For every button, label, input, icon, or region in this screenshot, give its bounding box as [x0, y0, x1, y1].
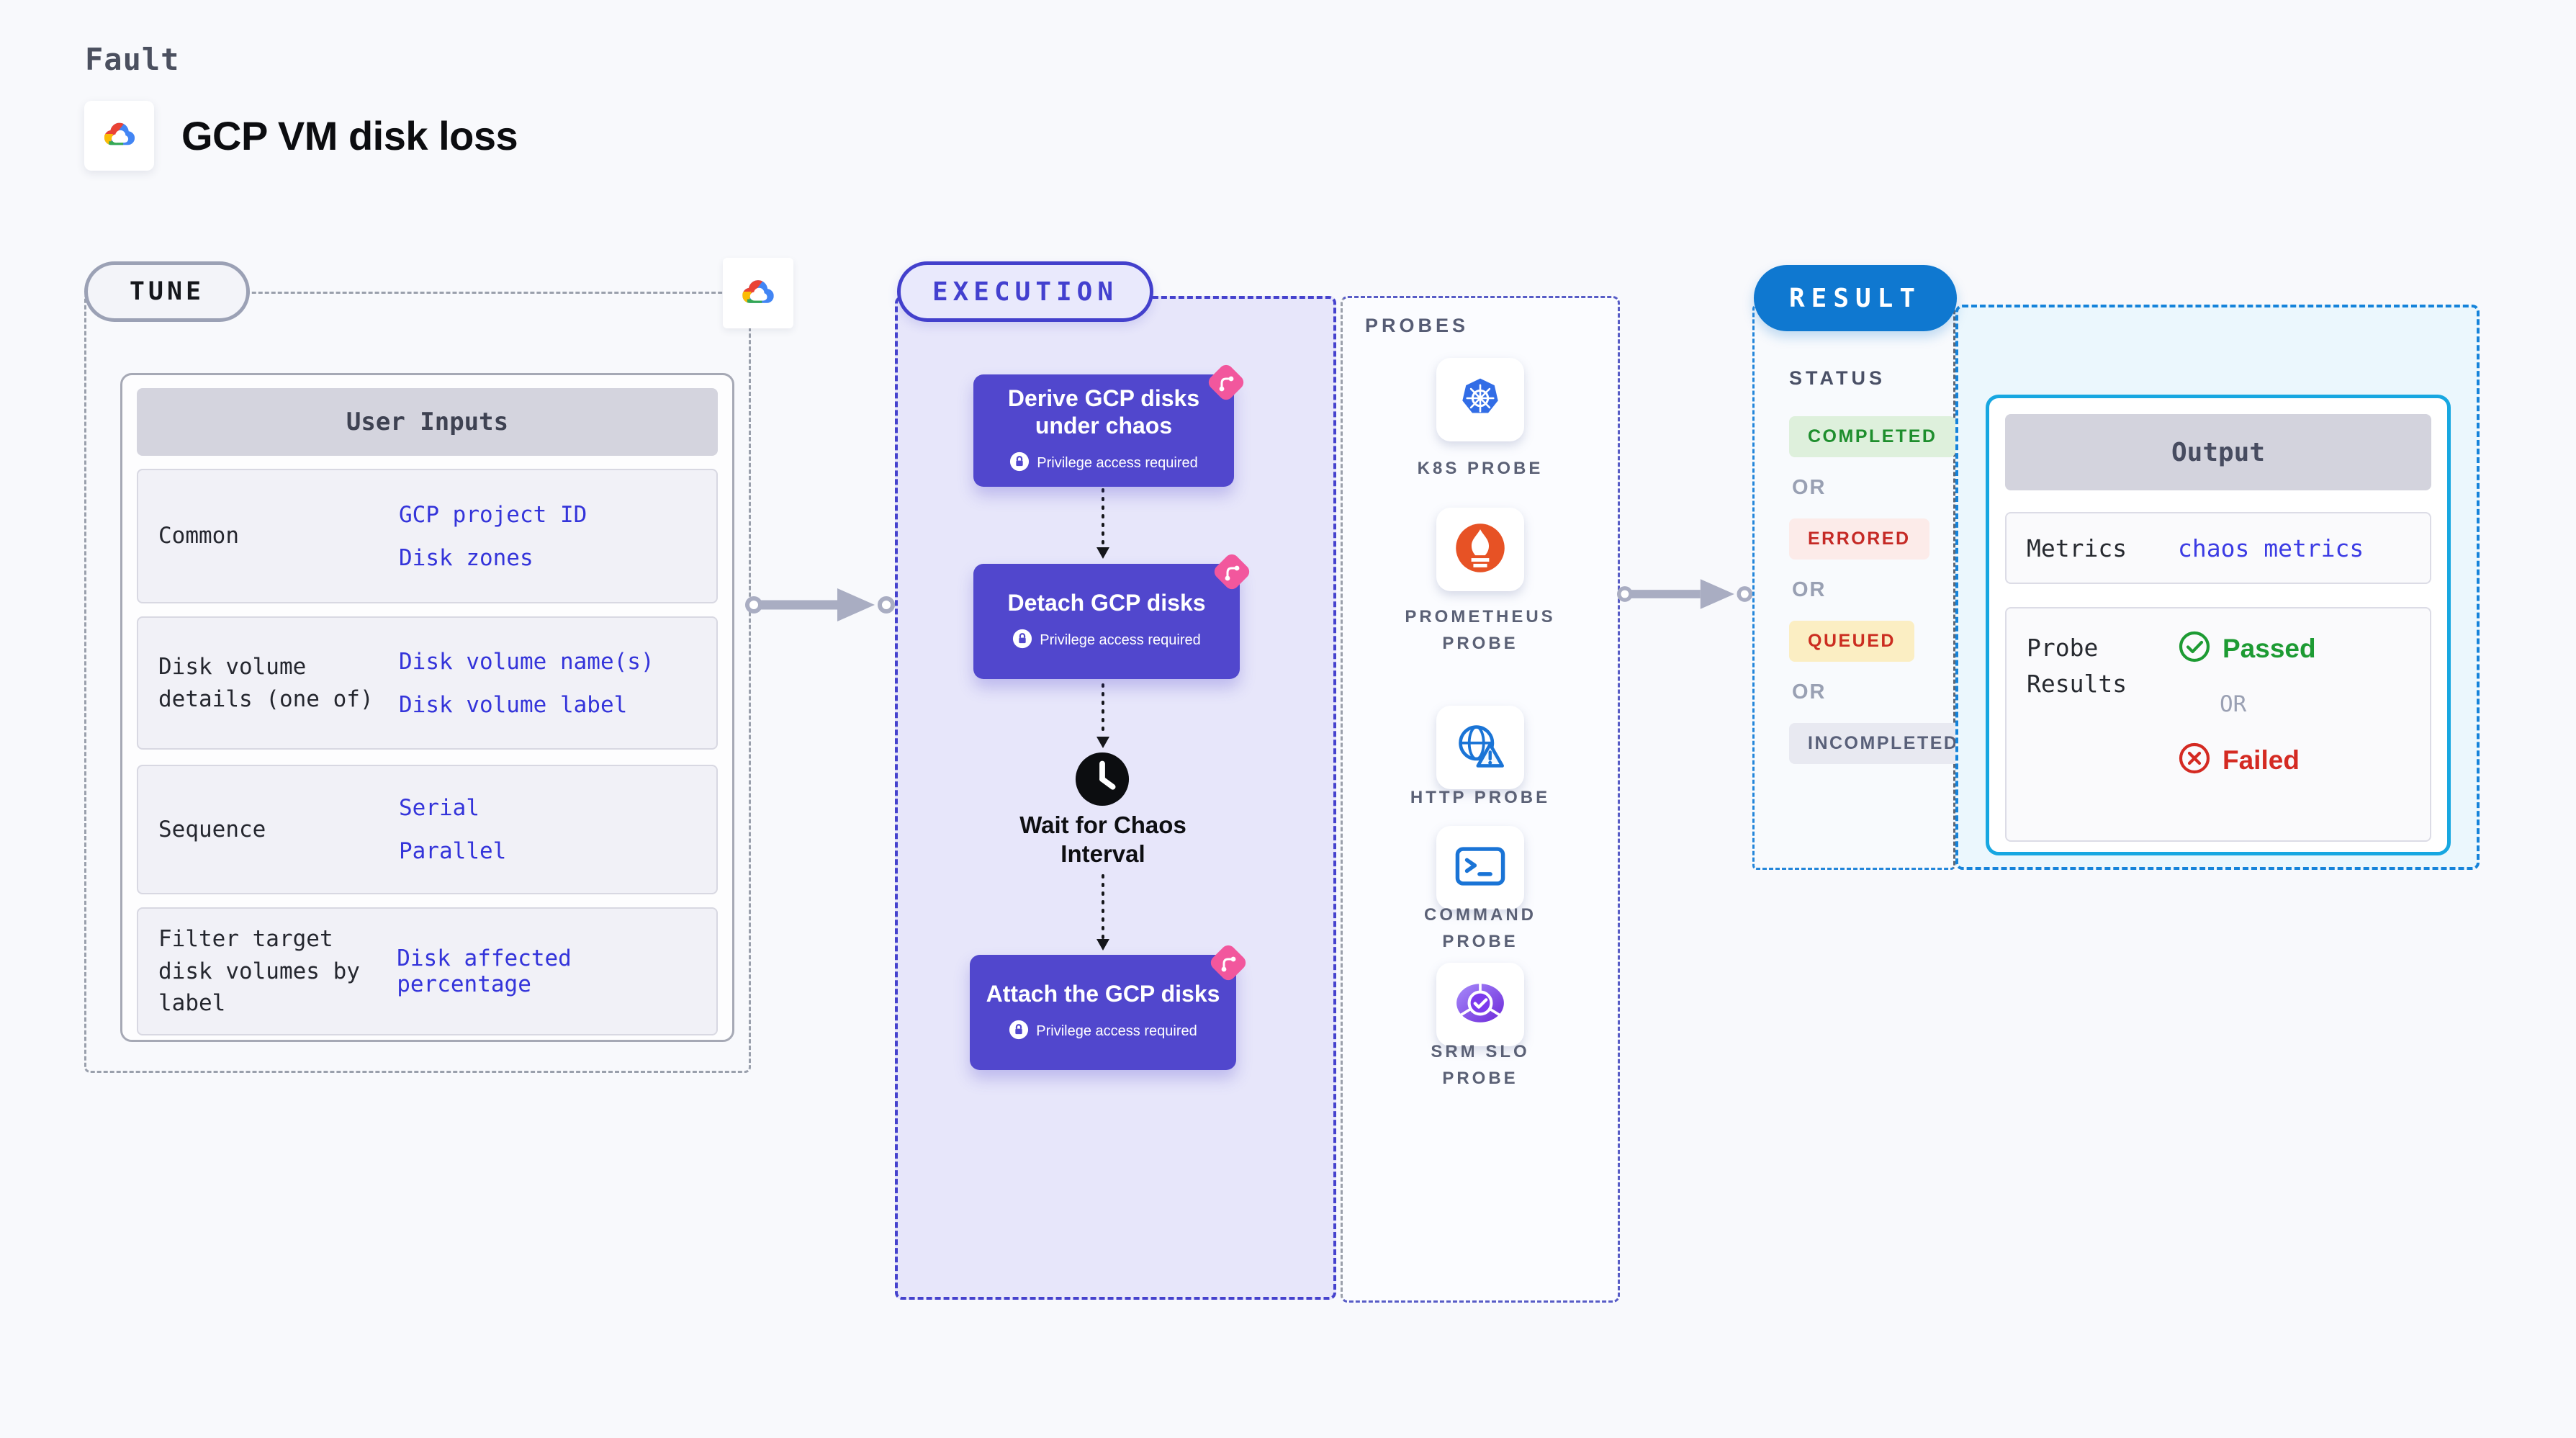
row-links: GCP project ID Disk zones — [374, 502, 587, 571]
failed-label: Failed — [2223, 745, 2300, 775]
srm-slo-gauge-icon — [1454, 981, 1507, 1029]
status-header: STATUS — [1789, 367, 1886, 389]
prometheus-icon — [1454, 522, 1506, 578]
step-title: Attach the GCP disks — [986, 981, 1220, 1007]
privilege-badge: Privilege access required — [1009, 1020, 1197, 1044]
probe-label: PROMETHEUS PROBE — [1405, 607, 1556, 654]
lock-icon — [1012, 629, 1032, 653]
flow-connector — [1093, 874, 1113, 956]
chaos-metrics-link[interactable]: chaos metrics — [2178, 534, 2364, 562]
or-separator: OR — [1792, 680, 1827, 704]
srm-slo-probe-card — [1436, 963, 1524, 1046]
step-attach-gcp-disks: Attach the GCP disks Privilege access re… — [970, 945, 1246, 1070]
table-row-filter-target: Filter target disk volumes by label Disk… — [137, 907, 718, 1035]
table-row-disk-volume-details: Disk volume details (one of) Disk volume… — [137, 616, 718, 750]
arrow-tune-to-execution — [745, 582, 896, 628]
terminal-icon — [1454, 844, 1507, 892]
tune-section-pill: TUNE — [84, 261, 250, 322]
gcp-cloud-icon — [96, 117, 143, 155]
row-links: Disk volume name(s) Disk volume label — [374, 649, 654, 718]
step-title: Derive GCP disks under chaos — [1007, 385, 1200, 439]
privilege-badge-text: Privilege access required — [1036, 1023, 1197, 1040]
privilege-badge-text: Privilege access required — [1040, 632, 1201, 649]
user-inputs-table: User Inputs Common GCP project ID Disk z… — [120, 373, 734, 1042]
http-probe-card — [1436, 706, 1524, 789]
execution-section-pill: EXECUTION — [897, 261, 1153, 322]
result-status-box: STATUS COMPLETED OR ERRORED OR QUEUED OR… — [1752, 305, 1978, 870]
table-row-sequence: Sequence Serial Parallel — [137, 765, 718, 894]
fault-kind-label: Fault — [85, 42, 180, 77]
probe-label: K8S PROBE — [1417, 459, 1544, 478]
arrow-execution-to-result — [1617, 573, 1754, 615]
command-probe-card — [1436, 826, 1524, 909]
passed-line: Passed — [2178, 630, 2316, 667]
metrics-row: Metrics chaos metrics — [2005, 512, 2431, 584]
link-disk-volume-label[interactable]: Disk volume label — [399, 691, 628, 718]
gcp-corner-logo-card — [723, 258, 793, 328]
chaos-fork-icon — [1207, 942, 1249, 984]
probe-results-label: Probe Results — [2027, 634, 2127, 698]
row-label: Disk volume details (one of) — [158, 653, 374, 712]
status-list: COMPLETED OR ERRORED OR QUEUED OR INCOMP… — [1789, 416, 1978, 764]
x-circle-icon — [2178, 742, 2211, 778]
gcp-cloud-icon — [734, 274, 782, 313]
probes-section-label: PROBES — [1365, 315, 1469, 336]
k8s-probe-card — [1436, 358, 1524, 441]
output-card: Output Metrics chaos metrics Probe Resul… — [1986, 395, 2451, 855]
status-badge-incompleted: INCOMPLETED — [1789, 723, 1978, 764]
probes-section-box — [1341, 296, 1620, 1303]
link-serial[interactable]: Serial — [399, 795, 479, 821]
row-label: Filter target disk volumes by label — [158, 925, 360, 1017]
row-links: Disk affected percentage — [372, 945, 716, 997]
probe-results-values: Passed OR Failed — [2178, 630, 2316, 778]
link-disk-volume-names[interactable]: Disk volume name(s) — [399, 648, 654, 675]
privilege-badge: Privilege access required — [1009, 451, 1198, 476]
or-separator: OR — [1792, 578, 1827, 601]
step-detach-gcp-disks: Detach GCP disks Privilege access requir… — [973, 554, 1250, 679]
status-badge-queued: QUEUED — [1789, 621, 1914, 662]
probe-label: COMMAND PROBE — [1424, 905, 1536, 952]
page-title: GCP VM disk loss — [181, 113, 518, 158]
step-derive-gcp-disks: Derive GCP disks under chaos Privilege a… — [973, 364, 1244, 487]
privilege-badge-text: Privilege access required — [1037, 455, 1198, 472]
lock-icon — [1009, 1020, 1029, 1044]
link-disk-affected-percentage[interactable]: Disk affected percentage — [397, 945, 572, 997]
link-parallel[interactable]: Parallel — [399, 838, 507, 864]
check-circle-icon — [2178, 630, 2211, 667]
kubernetes-icon — [1453, 371, 1508, 429]
passed-label: Passed — [2223, 633, 2316, 663]
flow-connector — [1093, 683, 1113, 753]
status-badge-errored: ERRORED — [1789, 518, 1929, 560]
failed-line: Failed — [2178, 742, 2316, 778]
http-globe-warning-icon — [1454, 722, 1507, 774]
output-header: Output — [2005, 414, 2431, 490]
row-links: Serial Parallel — [374, 795, 506, 864]
row-label: Sequence — [158, 816, 266, 842]
or-separator: OR — [1792, 476, 1827, 499]
chaos-fork-icon — [1211, 551, 1253, 593]
status-badge-completed: COMPLETED — [1789, 416, 1956, 457]
gcp-logo-card — [84, 101, 154, 171]
probe-results-row: Probe Results Passed OR — [2005, 607, 2431, 842]
step-title: Detach GCP disks — [1007, 590, 1206, 616]
probe-label: HTTP PROBE — [1410, 788, 1551, 807]
link-gcp-project-id[interactable]: GCP project ID — [399, 501, 587, 528]
prometheus-probe-card — [1436, 508, 1524, 591]
tune-section-box — [84, 292, 751, 1073]
wait-for-chaos-interval-label: Wait for Chaos Interval — [1019, 812, 1186, 868]
table-row-common: Common GCP project ID Disk zones — [137, 469, 718, 603]
metrics-label: Metrics — [2027, 534, 2127, 562]
link-disk-zones[interactable]: Disk zones — [399, 544, 533, 571]
flow-connector — [1093, 488, 1113, 564]
privilege-badge: Privilege access required — [1012, 629, 1201, 653]
chaos-fork-icon — [1205, 361, 1247, 403]
user-inputs-header: User Inputs — [137, 388, 718, 456]
row-label: Common — [158, 523, 239, 549]
probe-label: SRM SLO PROBE — [1431, 1042, 1530, 1089]
result-section-pill: RESULT — [1754, 265, 1957, 331]
clock-icon — [1074, 751, 1130, 807]
lock-icon — [1009, 451, 1030, 476]
or-separator: OR — [2220, 691, 2247, 717]
